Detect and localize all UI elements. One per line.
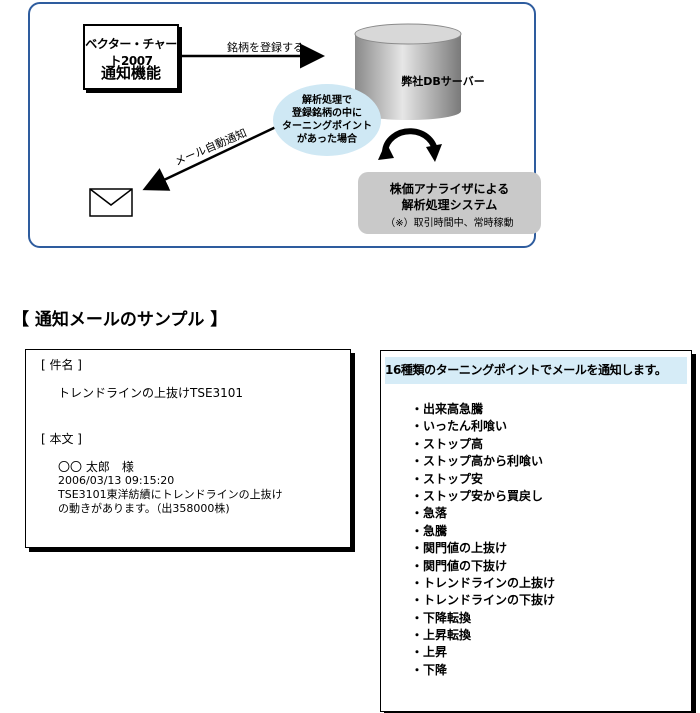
list-item: ・出来高急騰 xyxy=(411,402,484,416)
db-server-label: 弊社DBサーバー xyxy=(401,75,485,88)
subject-heading: [ 件名 ] xyxy=(41,358,82,372)
list-item: ・関門値の下抜け xyxy=(411,558,508,573)
notification-diagram: ベクター・チャート2007 通知機能 銘柄を登録する 弊社DBサーバー 解析処理… xyxy=(28,2,541,248)
analyzer-subtitle: 解析処理システム xyxy=(401,198,498,212)
turning-points-panel: 16種類のターニングポイントでメールを通知します。 ・出来高急騰 ・いったん利喰… xyxy=(380,350,692,712)
list-item: ・トレンドラインの上抜け xyxy=(411,575,556,590)
register-label: 銘柄を登録する xyxy=(227,41,304,54)
app-name: ベクター・チャート2007 xyxy=(85,37,177,68)
mail-body: 〇〇 太郎 様 2006/03/13 09:15:20 TSE3101東洋紡績に… xyxy=(58,460,283,516)
list-item: ・ストップ高 xyxy=(411,436,484,451)
body-line: 〇〇 太郎 様 xyxy=(58,460,134,474)
diagram-graphics xyxy=(89,23,462,217)
database-cylinder-icon xyxy=(354,23,462,120)
condition-line: ターニングポイント xyxy=(282,121,372,132)
condition-line: 解析処理で xyxy=(302,95,352,106)
section-title: 【 通知メールのサンプル 】 xyxy=(12,310,228,330)
envelope-icon xyxy=(89,188,133,217)
body-line: TSE3101東洋紡績にトレンドラインの上抜け xyxy=(58,488,283,501)
list-item: ・下降 xyxy=(411,662,448,677)
condition-bubble: 解析処理で 登録銘柄の中に ターニングポイント があった場合 xyxy=(273,84,381,156)
list-item: ・関門値の上抜け xyxy=(411,541,508,556)
analyzer-box: 株価アナライザによる 解析処理システム （※）取引時間中、常時稼動 xyxy=(358,172,541,234)
condition-text: 解析処理で 登録銘柄の中に ターニングポイント があった場合 xyxy=(279,94,375,146)
body-line: の動きがあります。（出358000株) xyxy=(58,502,230,515)
app-name-box: ベクター・チャート2007 通知機能 xyxy=(83,24,179,90)
condition-line: 登録銘柄の中に xyxy=(292,108,362,119)
list-item: ・ストップ高から利喰い xyxy=(411,454,544,469)
analyzer-note: （※）取引時間中、常時稼動 xyxy=(385,218,514,229)
list-item: ・いったん利喰い xyxy=(411,419,508,434)
subject-value: トレンドラインの上抜けTSE3101 xyxy=(58,386,244,400)
list-item: ・トレンドラインの下抜け xyxy=(411,593,556,608)
turning-points-header: 16種類のターニングポイントでメールを通知します。 xyxy=(385,357,687,384)
turning-points-list: ・出来高急騰 ・いったん利喰い ・ストップ高 ・ストップ高から利喰い ・ストップ… xyxy=(411,401,555,679)
analyzer-title: 株価アナライザによる xyxy=(389,182,510,196)
list-item: ・上昇転換 xyxy=(411,628,472,643)
feature-name: 通知機能 xyxy=(100,64,161,82)
list-item: ・ストップ安 xyxy=(411,471,484,486)
body-heading: [ 本文 ] xyxy=(41,432,82,446)
list-item: ・急落 xyxy=(411,506,448,521)
condition-line: があった場合 xyxy=(297,134,357,145)
list-item: ・下降転換 xyxy=(411,610,472,625)
sample-mail: [ 件名 ] トレンドラインの上抜けTSE3101 [ 本文 ] 〇〇 太郎 様… xyxy=(25,349,351,548)
cycle-arrows-icon xyxy=(378,128,442,162)
list-item: ・上昇 xyxy=(411,645,448,660)
down-left-arrow-icon xyxy=(142,124,279,191)
body-line: 2006/03/13 09:15:20 xyxy=(58,474,175,487)
list-item: ・ストップ安から買戻し xyxy=(411,488,544,503)
list-item: ・急騰 xyxy=(411,523,448,538)
